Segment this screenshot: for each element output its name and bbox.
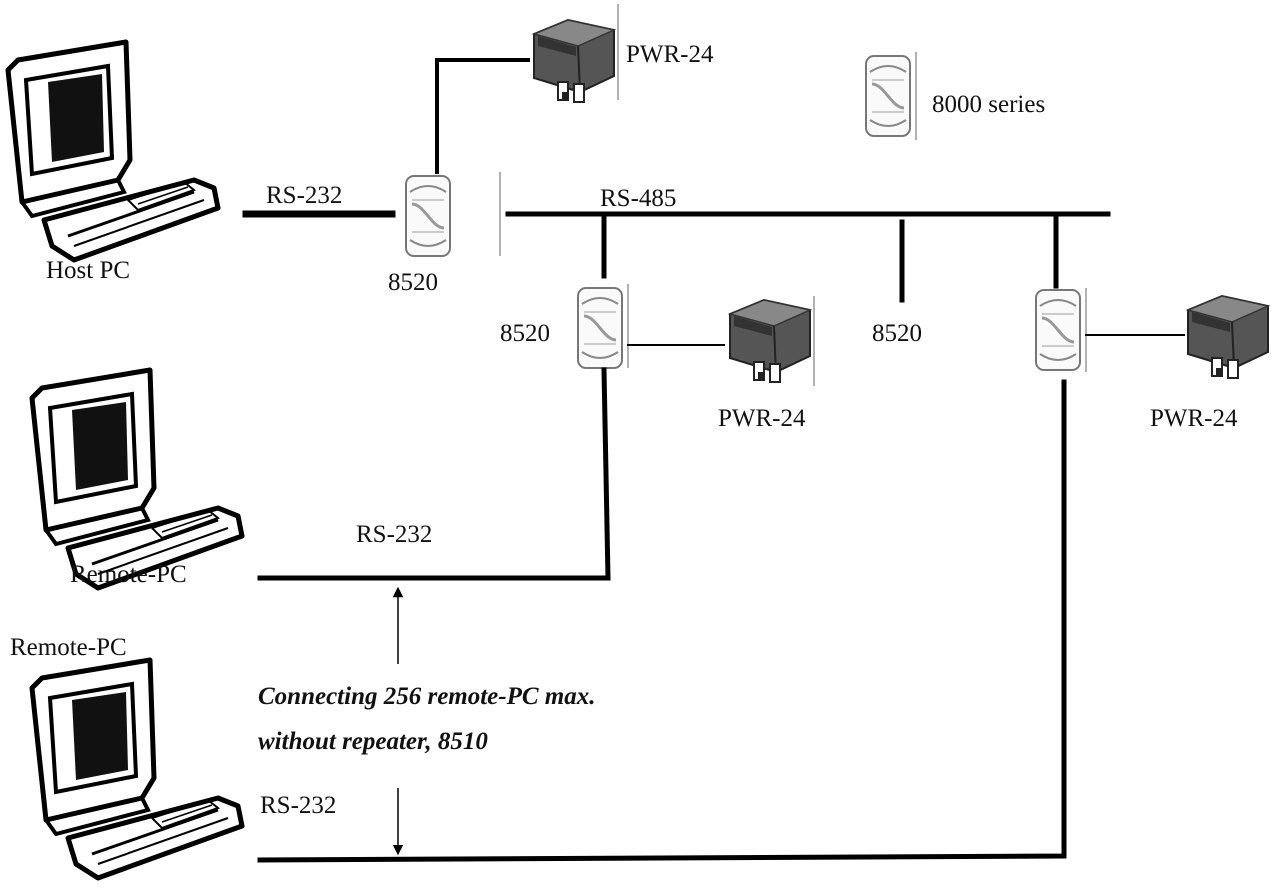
rs232-remote1-label: RS-232 (356, 521, 432, 548)
converter-right-icon (1034, 288, 1082, 372)
converter-left-label: 8520 (500, 320, 550, 347)
remote-pc-1-label: Remote-PC (70, 561, 187, 588)
power-supply-icon (1187, 295, 1269, 379)
series-legend-label: 8000 series (932, 91, 1045, 118)
rs232-remote2-label: RS-232 (260, 792, 336, 819)
rs232-host-label: RS-232 (266, 182, 342, 209)
rs485-label: RS-485 (600, 185, 676, 212)
remote-pc-icon (32, 370, 242, 588)
pwr-right-label: PWR-24 (1150, 405, 1238, 432)
host-pc-label: Host PC (46, 257, 130, 284)
note-line-1: Connecting 256 remote-PC max. (258, 683, 596, 710)
note-line-2: without repeater, 8510 (258, 728, 488, 755)
power-supply-icon (533, 19, 615, 103)
remote-pc-2-label: Remote-PC (10, 634, 127, 661)
power-wire (435, 58, 530, 174)
module-legend-icon (864, 54, 912, 138)
converter-left-icon (576, 286, 624, 370)
converter-main-icon (404, 174, 452, 258)
rs232-remote-line (257, 367, 611, 581)
pwr-mid-label: PWR-24 (718, 405, 806, 432)
pwr-top-label: PWR-24 (626, 41, 714, 68)
power-supply-icon (729, 299, 811, 383)
converter-main-label: 8520 (388, 269, 438, 296)
host-pc-icon (8, 42, 218, 260)
converter-mid-label: 8520 (872, 320, 922, 347)
rs232-remote-line (257, 379, 1067, 863)
remote-pc-icon (32, 660, 242, 878)
